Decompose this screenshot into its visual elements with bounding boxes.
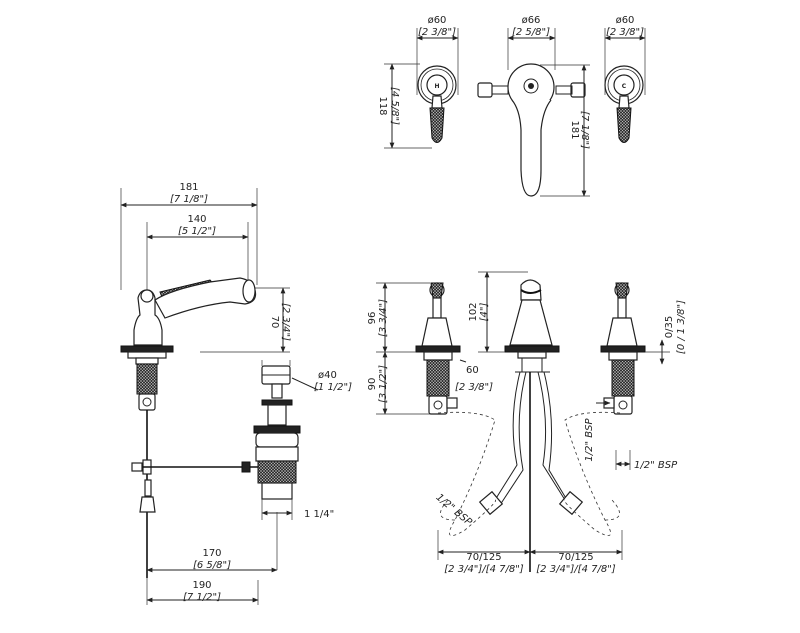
rod-total-inch: [7 1/2"] (183, 592, 221, 603)
spout-dia-inch: [2 5/8"] (512, 27, 550, 38)
spread-left-inch: [2 3/4"]/[4 7/8"] (444, 564, 524, 575)
front-spout (504, 279, 560, 373)
front-view: 96 [3 3/4"] 90 [3 1/2"] 60 [2 3/8"] 102 … (367, 271, 687, 575)
drain-dia: ø40 (318, 370, 337, 381)
spout-length-inch: [7 1/8"] (579, 111, 590, 149)
side-height: 70 (269, 316, 280, 329)
left-handle-height: 118 (377, 96, 388, 115)
rod-length-inch: [6 5/8"] (193, 560, 231, 571)
rod-total: 190 (192, 580, 211, 591)
rod-length: 170 (202, 548, 221, 559)
left-handle-top: ø60 [2 3/8"] H 118 [4 5/8"] (377, 15, 459, 149)
right-handle-dia: ø60 (616, 15, 635, 26)
right-handle-top: ø60 [2 3/8"] C (604, 15, 646, 143)
spread-left: 70/125 (466, 552, 501, 563)
drain-thread: 1 1/4" (304, 509, 334, 520)
top-view: ø60 [2 3/8"] H 118 [4 5/8"] ø66 [2 5/8"] (377, 15, 646, 197)
spout-top: ø66 [2 5/8"] 181 [7 1/8"] (477, 15, 590, 197)
hoses (437, 371, 621, 572)
spout-height-inch: [4"] (479, 303, 490, 322)
handle-height: 96 (367, 312, 378, 325)
bsp-vertical: 1/2" BSP (584, 417, 595, 461)
left-handle-dia: ø60 (428, 15, 447, 26)
shank-length-inch: [3 1/2"] (378, 365, 389, 403)
side-view: 181 [7 1/8"] 140 [5 1/2"] 70 [2 3/4"] (120, 182, 352, 605)
front-left-valve (415, 282, 461, 415)
spread-right: 70/125 (558, 552, 593, 563)
left-handle-dia-inch: [2 3/8"] (418, 27, 456, 38)
side-width-total: 181 (179, 182, 198, 193)
spout-dia: ø66 (522, 15, 541, 26)
side-width-spout-inch: [5 1/2"] (178, 226, 216, 237)
hot-letter: H (434, 83, 439, 90)
base-dim-inch: [2 3/8"] (455, 382, 493, 393)
shank-length: 90 (367, 378, 378, 391)
side-faucet (120, 277, 257, 578)
side-height-inch: [2 3/4"] (280, 303, 291, 341)
right-handle-dia-inch: [2 3/8"] (606, 27, 644, 38)
side-width-spout: 140 (187, 214, 206, 225)
cold-letter: C (622, 83, 627, 90)
drain-dia-inch: [1 1/2"] (314, 382, 352, 393)
handle-height-inch: [3 3/4"] (378, 299, 389, 337)
spout-length: 181 (569, 120, 580, 139)
front-right-valve (600, 282, 646, 415)
deck-range: 0/35 (664, 316, 675, 338)
base-dim: 60 (466, 365, 479, 376)
drain-assembly: 1 1/4" ø40 [1 1/2"] (253, 360, 352, 520)
deck-range-inch: [0 / 1 3/8"] (676, 300, 687, 354)
bsp-right: 1/2" BSP (634, 460, 678, 471)
spout-height: 102 (468, 302, 479, 321)
spread-right-inch: [2 3/4"]/[4 7/8"] (536, 564, 616, 575)
bsp-left: 1/2" BSP (434, 492, 475, 529)
side-width-total-inch: [7 1/8"] (170, 194, 208, 205)
left-handle-height-inch: [4 5/8"] (389, 87, 400, 125)
